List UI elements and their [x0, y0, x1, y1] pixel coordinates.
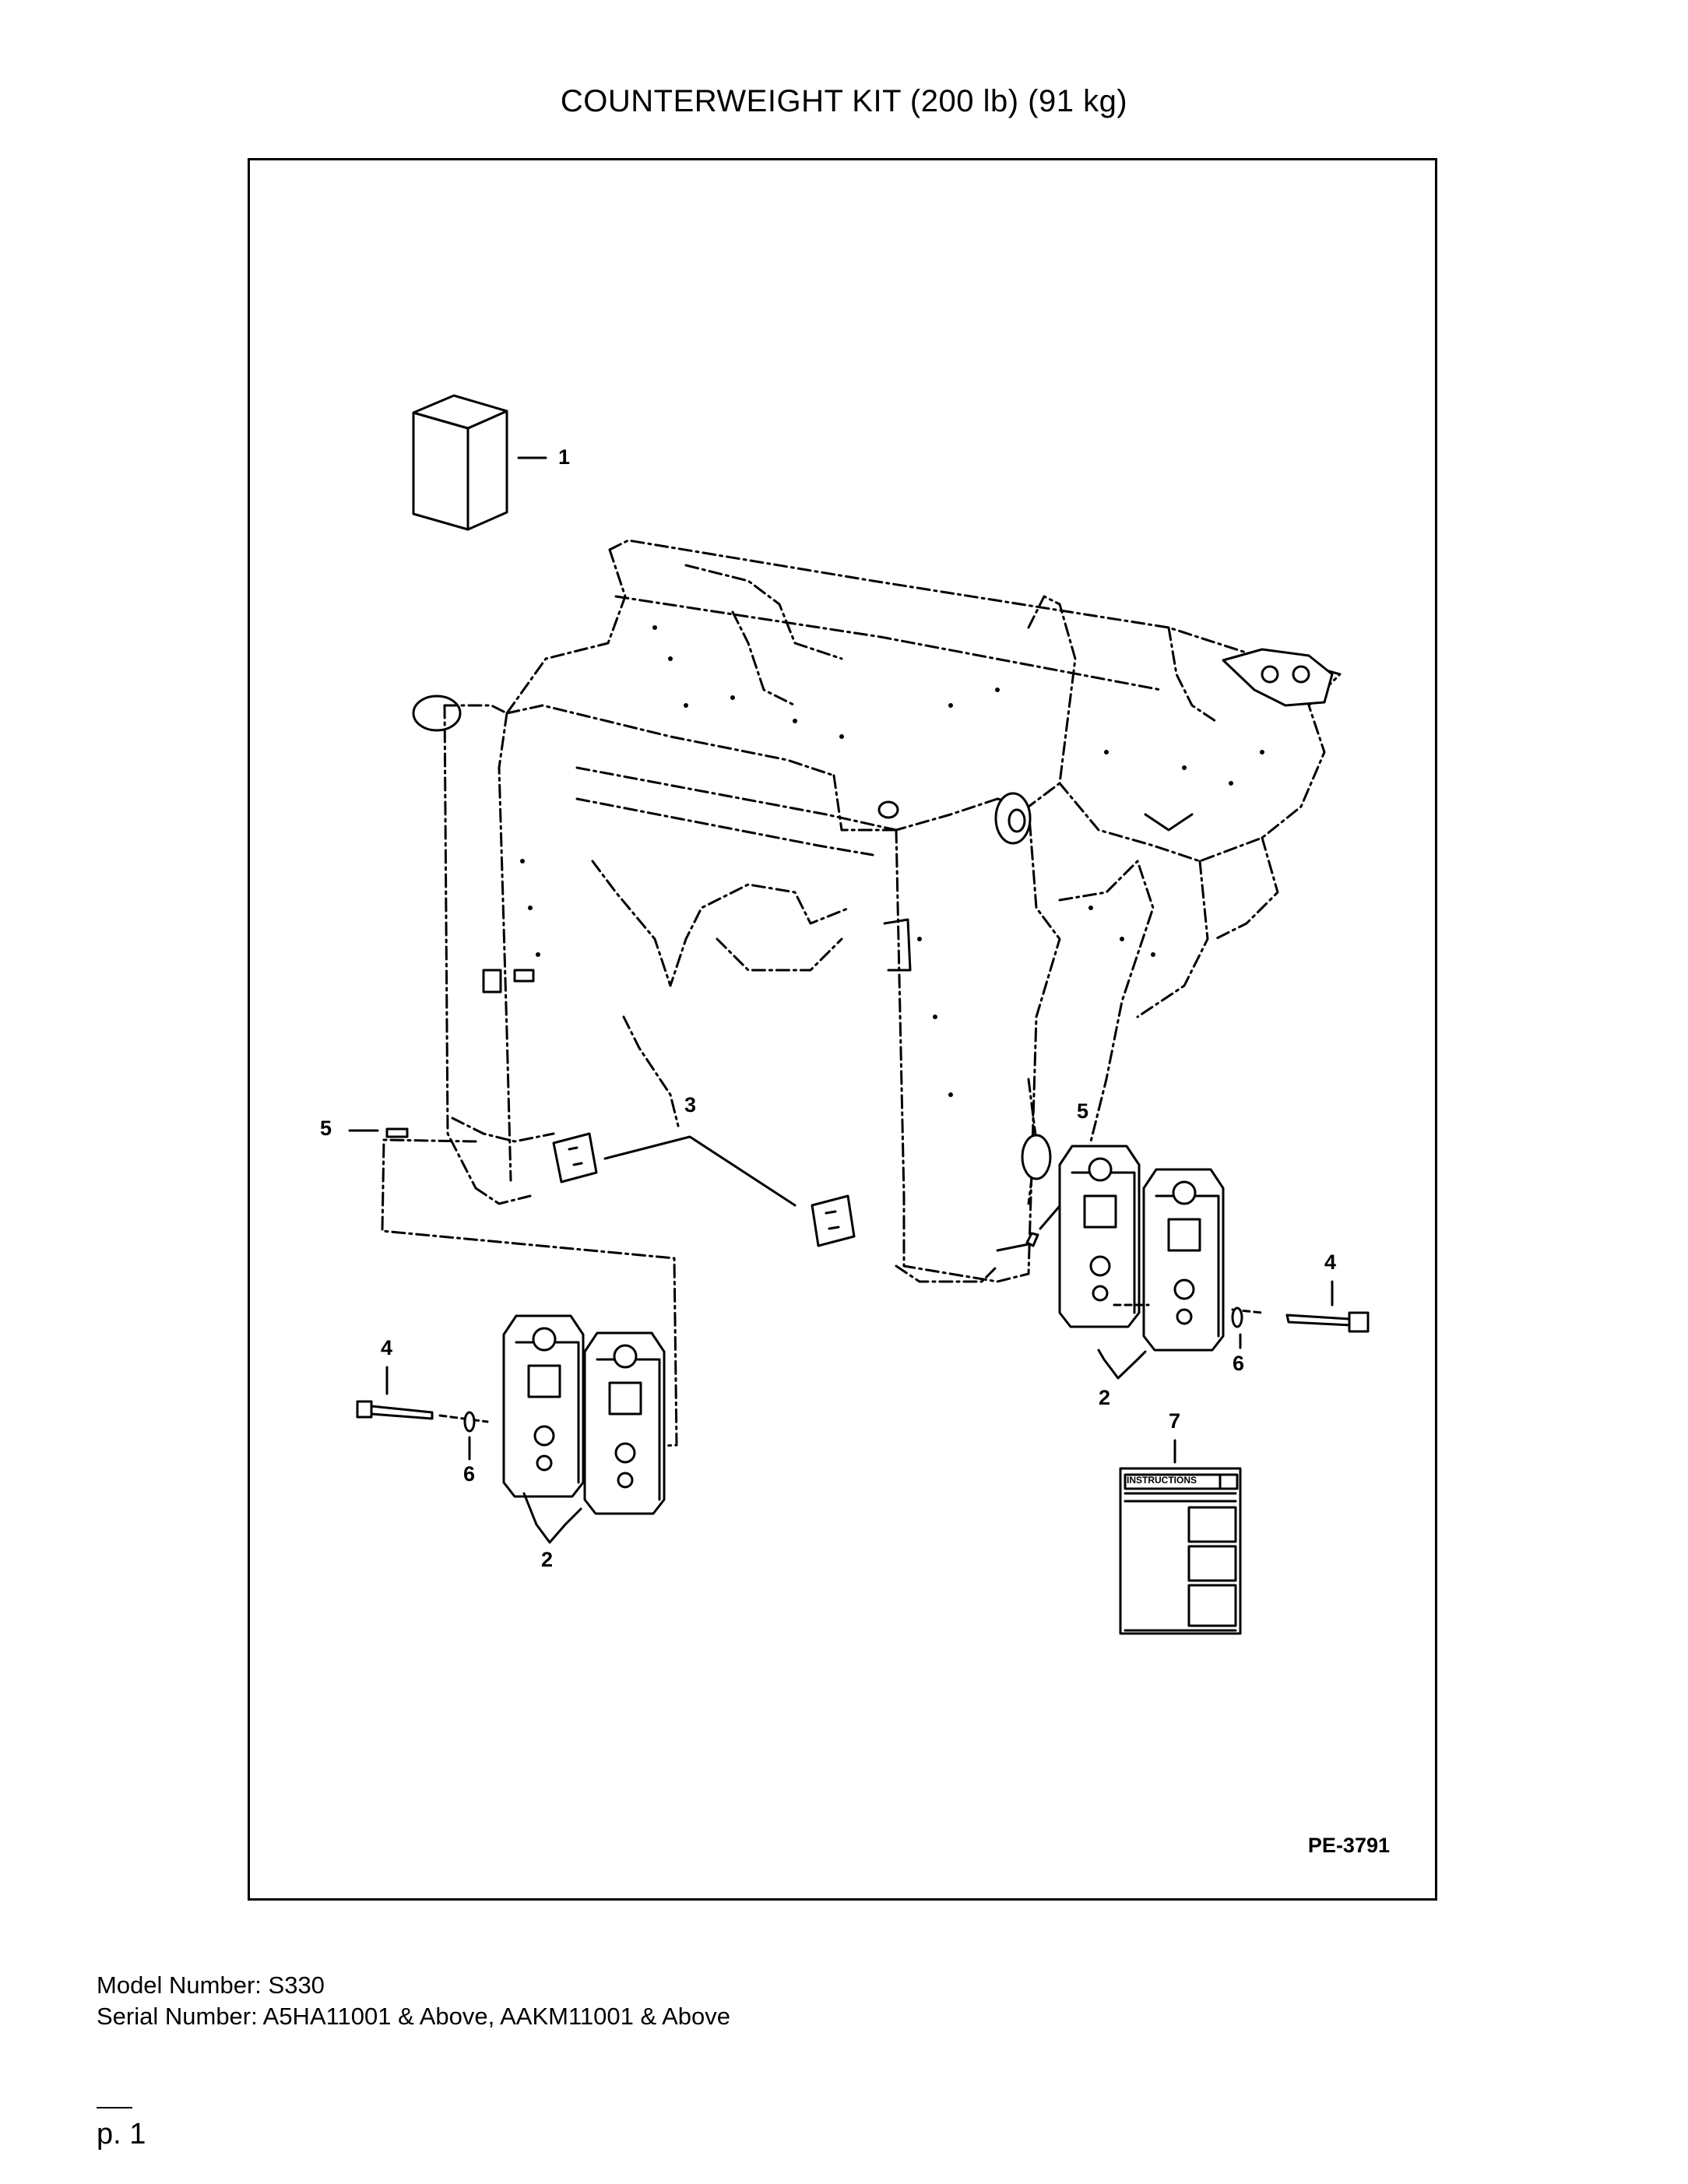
washer-left-icon [463, 1411, 476, 1433]
kit-box-icon [412, 394, 508, 531]
callout-4-left: 4 [381, 1336, 393, 1359]
mounting-plate-center [811, 1194, 856, 1247]
instructions-sheet-icon [1119, 1467, 1242, 1635]
diagram-drawing [348, 394, 1370, 1635]
callout-1: 1 [558, 445, 571, 469]
counterweight-right-2 [1142, 1168, 1225, 1352]
counterweight-left-1 [502, 1314, 585, 1498]
callout-6-right: 6 [1233, 1352, 1245, 1375]
counterweight-right-1 [1058, 1145, 1141, 1328]
figure-code: PE-3791 [1307, 1834, 1390, 1857]
callout-5-left: 5 [320, 1117, 332, 1140]
pivot-details [412, 648, 1334, 1180]
model-number: Model Number: S330 [97, 1971, 325, 1999]
page-title: COUNTERWEIGHT KIT (200 lb) (91 kg) [560, 84, 1128, 118]
callout-3: 3 [684, 1093, 697, 1117]
callout-5-right: 5 [1077, 1099, 1089, 1123]
callout-4-right: 4 [1324, 1250, 1337, 1274]
callout-2-left: 2 [541, 1548, 554, 1571]
page-number: p. 1 [97, 2118, 146, 2151]
mounting-plate-left [552, 1132, 598, 1183]
serial-number: Serial Number: A5HA11001 & Above, AAKM11… [97, 2003, 730, 2030]
callout-7: 7 [1169, 1409, 1181, 1433]
bolt-left-icon [356, 1400, 434, 1420]
pin-right-icon [1025, 1232, 1039, 1247]
washer-right-icon [1231, 1307, 1243, 1328]
counterweight-left-2 [583, 1331, 666, 1515]
callout-2-right: 2 [1099, 1386, 1111, 1409]
pin-left-icon [385, 1127, 409, 1138]
page-number-rule [97, 2107, 132, 2108]
exploded-parts-diagram: 1 5 3 5 4 6 2 7 4 6 2 INSTRUCTIONS PE-37… [248, 158, 1437, 1901]
bolt-right-icon [1285, 1311, 1370, 1333]
instructions-sheet-label: INSTRUCTIONS [1127, 1475, 1197, 1486]
callout-6-left: 6 [463, 1462, 476, 1486]
